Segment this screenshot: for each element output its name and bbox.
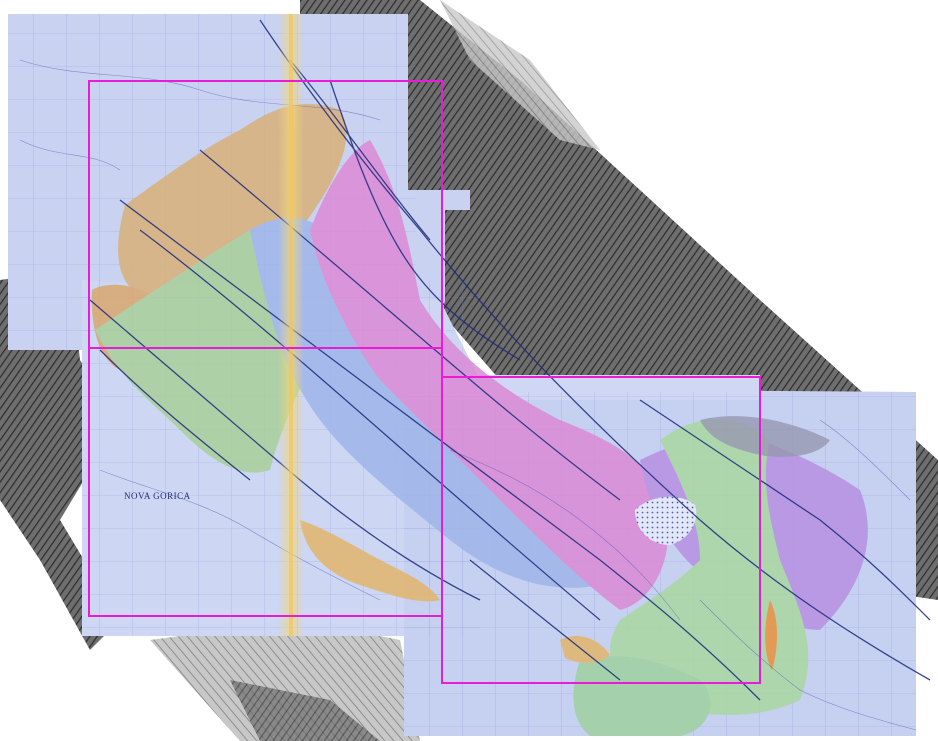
unit-orange-patches	[300, 520, 440, 602]
place-label-nova-gorica: NOVA GORICA	[124, 491, 191, 501]
unit-dotted-deposit	[635, 496, 697, 545]
unit-green-south	[573, 656, 711, 736]
thin-contours	[19, 59, 917, 731]
sheet-frames	[88, 80, 761, 684]
unit-green-southeast	[610, 419, 809, 715]
unit-pink-band	[310, 140, 668, 610]
frame-east	[441, 376, 761, 684]
fault-lines	[89, 19, 931, 701]
